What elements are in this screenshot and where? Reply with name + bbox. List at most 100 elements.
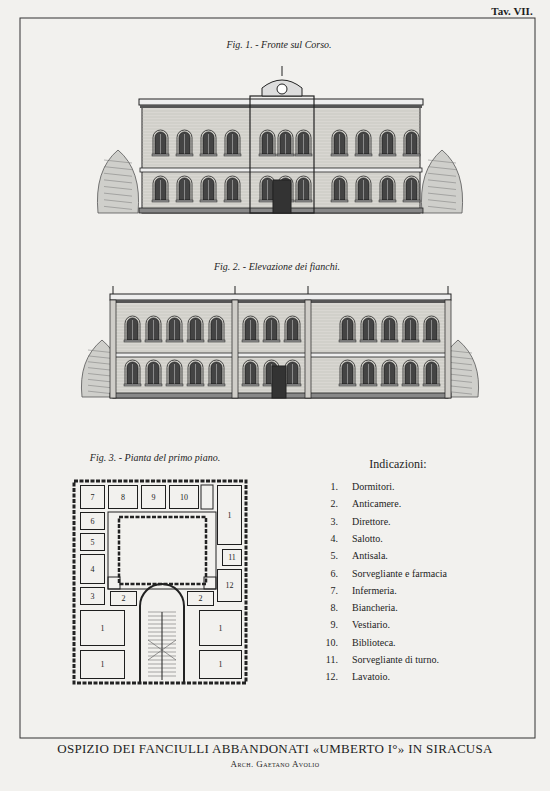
legend-number: 2.	[331, 498, 339, 509]
legend-number: 3.	[331, 516, 339, 527]
drawing-stroke	[113, 333, 448, 334]
drawing-stroke	[285, 360, 300, 384]
drawing-stroke	[209, 316, 224, 340]
drawing-stroke	[216, 320, 217, 340]
room-box: 5	[80, 533, 105, 551]
room-box: 12	[217, 569, 242, 602]
drawing-stroke	[142, 129, 420, 130]
drawing-stroke	[184, 180, 185, 200]
window	[169, 362, 180, 384]
drawing-stroke	[424, 316, 439, 340]
window	[266, 318, 277, 340]
architect-credit: Arch. Gaetano Avolio	[231, 760, 320, 770]
drawing-stroke	[232, 180, 233, 200]
drawing-stroke	[260, 130, 275, 154]
drawing-stroke	[368, 320, 369, 340]
drawing-stroke	[410, 320, 411, 340]
window	[363, 362, 374, 384]
tree	[421, 150, 462, 213]
drawing-stroke	[284, 384, 301, 386]
drawing-stroke	[361, 316, 376, 340]
drawing-stroke	[104, 180, 132, 183]
window	[287, 318, 298, 340]
drawing-stroke	[140, 105, 422, 108]
drawing-stroke	[339, 384, 356, 386]
string-course	[111, 353, 450, 357]
room-number: 1	[228, 511, 232, 520]
pilaster	[232, 300, 238, 398]
window	[190, 318, 201, 340]
drawing-stroke	[389, 364, 390, 384]
legend-number: 5.	[331, 550, 339, 561]
legend-text: Salotto.	[352, 533, 383, 544]
drawing-stroke	[224, 154, 241, 156]
drawing-stroke	[363, 134, 364, 154]
room-box: 2	[187, 591, 214, 606]
drawing-stroke	[356, 130, 371, 154]
drawing-stroke	[379, 154, 396, 156]
drawing-stroke	[177, 176, 192, 200]
drawing-stroke	[295, 154, 312, 156]
legend-number: 6.	[331, 568, 339, 579]
drawing-stroke	[411, 134, 412, 154]
drawing-stroke	[124, 384, 141, 386]
drawing-stroke	[340, 360, 355, 384]
room-number: 5	[91, 538, 95, 547]
drawing-stroke	[296, 130, 311, 154]
window	[227, 178, 238, 200]
drawing-stroke	[195, 364, 196, 384]
room-box: 10	[169, 485, 199, 509]
drawing-stroke	[403, 360, 418, 384]
drawing-stroke	[208, 384, 225, 386]
room-number: 11	[228, 553, 236, 562]
drawing-stroke	[113, 324, 448, 325]
drawing-stroke	[428, 200, 456, 203]
drawing-stroke	[152, 200, 169, 202]
room-box: 6	[80, 512, 105, 530]
floor-plan	[74, 481, 246, 683]
room-number: 8	[121, 493, 125, 502]
drawing-stroke	[146, 316, 161, 340]
drawing-stroke	[113, 360, 448, 361]
stair	[201, 485, 213, 509]
window	[406, 178, 417, 200]
room-box: 1	[80, 650, 125, 679]
drawing-stroke	[142, 159, 420, 160]
drawing-stroke	[243, 316, 258, 340]
legend-heading: Indicazioni:	[369, 458, 426, 471]
figure-caption: Fig. 2. - Elevazione dei fianchi.	[214, 261, 340, 272]
drawing-stroke	[403, 316, 418, 340]
drawing-stroke	[428, 160, 456, 163]
window	[190, 362, 201, 384]
drawing-stroke	[174, 364, 175, 384]
drawing-stroke	[113, 286, 114, 294]
side-door	[272, 366, 286, 398]
room-box: 9	[141, 485, 166, 509]
drawing-stroke	[355, 154, 372, 156]
window	[426, 362, 437, 384]
legend-number: 4.	[331, 533, 339, 544]
room-number: 2	[122, 594, 126, 603]
drawing-stroke	[208, 180, 209, 200]
drawing-stroke	[113, 309, 448, 310]
drawing-stroke	[428, 193, 456, 196]
drawing-stroke	[113, 336, 448, 337]
drawing-stroke	[146, 360, 161, 384]
room-box: 11	[222, 549, 242, 566]
stair	[108, 577, 120, 589]
drawing-stroke	[278, 130, 293, 154]
side-elevation	[81, 286, 478, 398]
window	[426, 318, 437, 340]
main-door	[273, 180, 291, 213]
drawing-stroke	[113, 306, 448, 307]
window	[363, 318, 374, 340]
window	[127, 362, 138, 384]
drawing-stroke	[113, 318, 448, 319]
drawing-stroke	[380, 130, 395, 154]
window	[155, 178, 166, 200]
drawing-stroke	[292, 364, 293, 384]
drawing-stroke	[113, 345, 448, 346]
drawing-stroke	[113, 327, 448, 328]
drawing-stroke	[104, 200, 132, 203]
drawing-stroke	[166, 340, 183, 342]
